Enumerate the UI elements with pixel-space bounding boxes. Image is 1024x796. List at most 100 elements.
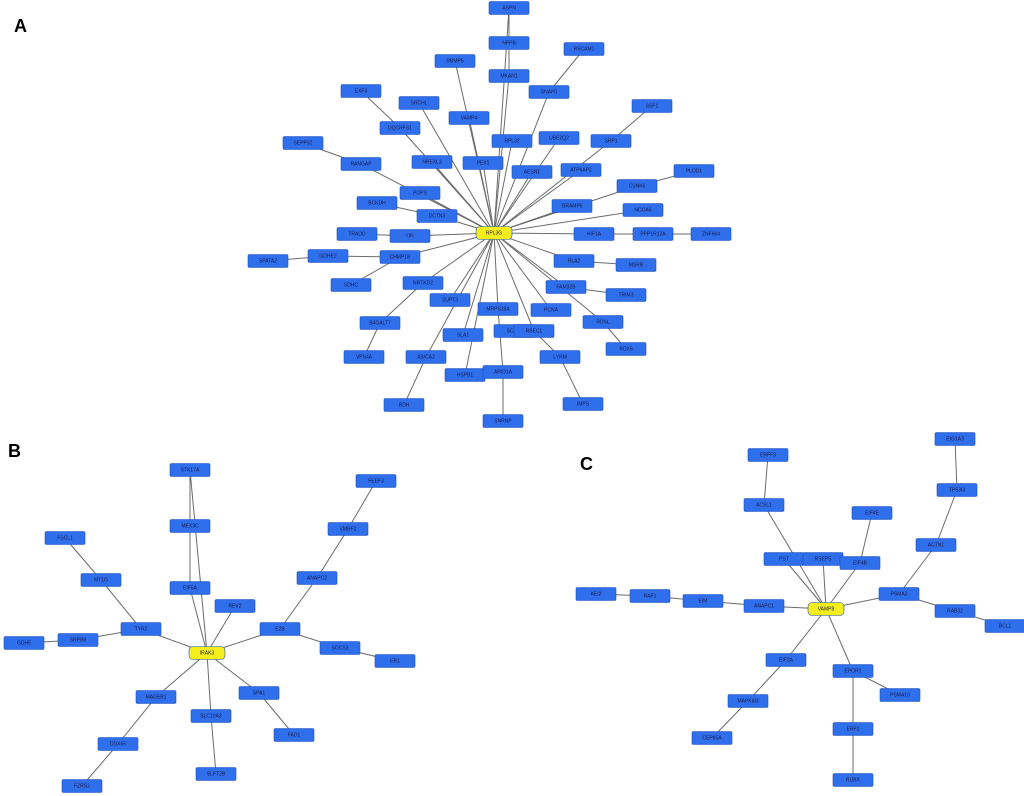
gene-node-mt1g[interactable]: MT1G (80, 573, 122, 587)
gene-node-sla1[interactable]: SLA1 (442, 328, 484, 342)
gene-node-raf1[interactable]: RAF1 (629, 589, 671, 603)
gene-node-cep95a[interactable]: CEP95A (691, 731, 733, 745)
gene-node-atp6ap2[interactable]: ATP6AP2 (560, 163, 602, 177)
gene-node-rubx[interactable]: RUBX (832, 773, 874, 787)
gene-node-vmbf2[interactable]: VMBF2 (327, 522, 369, 536)
gene-node-srpb8[interactable]: SRPB8 (57, 633, 99, 647)
gene-node-ube2q2[interactable]: UBE2Q2 (538, 131, 580, 145)
gene-node-dctn3[interactable]: DCTN3 (416, 209, 458, 223)
gene-node-tp53i3[interactable]: TP53I3 (936, 483, 978, 497)
gene-node-ncoa6[interactable]: NCOA6 (622, 203, 664, 217)
gene-node-nppb[interactable]: NPPB (488, 36, 530, 50)
gene-node-spata2[interactable]: SPATA2 (247, 254, 289, 268)
gene-node-eif5a[interactable]: EIF5A (169, 581, 211, 595)
gene-node-rbmp5[interactable]: RBMP5 (434, 54, 476, 68)
gene-node-spa1[interactable]: SPA1 (238, 686, 280, 700)
gene-node-gramp6[interactable]: GRAMP6 (551, 199, 593, 213)
gene-node-chmp1b[interactable]: CHMP1B (379, 250, 421, 264)
gene-node-eim[interactable]: EIM (682, 594, 724, 608)
gene-node-mkan1[interactable]: MKAN1 (488, 69, 530, 83)
gene-node-mex3c[interactable]: MEX3C (169, 519, 211, 533)
gene-node-trim3[interactable]: TRIM3 (605, 288, 647, 302)
gene-node-ppp1r12a[interactable]: PPP1R12A (632, 227, 674, 241)
gene-node-eif4e[interactable]: EIF4E (851, 506, 893, 520)
gene-node-rpl32[interactable]: RPL32 (491, 134, 533, 148)
gene-node-aesn1[interactable]: AESN1 (511, 165, 553, 179)
gene-node-gdhe2[interactable]: GDHE2 (307, 249, 349, 263)
gene-node-supt3[interactable]: SUPT3 (429, 293, 471, 307)
gene-node-mageb1[interactable]: MAGEB1 (135, 690, 177, 704)
gene-node-bcl1[interactable]: BCL1 (984, 619, 1024, 633)
gene-node-anapc1[interactable]: ANAPC1 (743, 599, 785, 613)
gene-node-gdh5[interactable]: GDH5 (3, 636, 45, 650)
gene-node-erf1[interactable]: ERF1 (832, 722, 874, 736)
gene-node-rdx5[interactable]: RDX5 (605, 342, 647, 356)
gene-node-feef3[interactable]: FEEF3 (355, 474, 397, 488)
gene-node-acsl1[interactable]: ACSL1 (743, 498, 785, 512)
gene-node-rdh[interactable]: RDH (383, 398, 425, 412)
gene-node-rdsl[interactable]: RDSL (582, 315, 624, 329)
gene-node-vps4a[interactable]: VPS4A (343, 350, 385, 364)
gene-node-kei2[interactable]: KEI2 (575, 587, 617, 601)
gene-node-mrps18a[interactable]: MRPS18A (477, 302, 519, 316)
gene-node-hif1a[interactable]: HIF1A (573, 227, 615, 241)
gene-node-exf3[interactable]: EXF3 (340, 84, 382, 98)
gene-node-znf664[interactable]: ZNF664 (690, 227, 732, 241)
gene-node-tradd[interactable]: TRADD (336, 227, 378, 241)
gene-node-mapk8i3[interactable]: MAPK8I3 (727, 694, 769, 708)
gene-node-snap0[interactable]: SNAP0 (528, 85, 570, 99)
gene-node-stk17a[interactable]: STK17A (169, 463, 211, 477)
gene-node-asica2[interactable]: ASICA2 (405, 350, 447, 364)
gene-node-eif2a[interactable]: EIF2A (765, 653, 807, 667)
gene-node-socs3[interactable]: SOCS3 (319, 641, 361, 655)
gene-node-slc10a3[interactable]: SLC10A3 (190, 709, 232, 723)
gene-node-lyrm[interactable]: LYRM (539, 350, 581, 364)
gene-node-rangap[interactable]: RANGAP (340, 157, 382, 171)
gene-node-ddx65[interactable]: DDX65 (97, 737, 139, 751)
gene-node-pops[interactable]: POPS (399, 186, 441, 200)
gene-node-epor1[interactable]: EPOR1 (832, 664, 874, 678)
gene-node-rab32[interactable]: RAB32 (934, 604, 976, 618)
gene-node-eif4b[interactable]: EIF4B (839, 556, 881, 570)
hub-node-irak3[interactable]: IRAK3 (188, 646, 226, 660)
gene-node-eig1a3[interactable]: EIG1A3 (934, 432, 976, 446)
gene-node-anapc2[interactable]: ANAPC2 (296, 571, 338, 585)
gene-node-actn1[interactable]: ACTN1 (915, 538, 957, 552)
gene-node-e2b[interactable]: E2B (259, 622, 301, 636)
gene-node-rbec1[interactable]: RBEC1 (513, 324, 555, 338)
gene-node-rscam1[interactable]: RSCAM1 (563, 42, 605, 56)
gene-node-srchl[interactable]: SRCHL (398, 96, 440, 110)
hub-node-rpl3g[interactable]: RPL3G (475, 226, 513, 240)
gene-node-hspb1[interactable]: HSPB1 (444, 368, 486, 382)
gene-node-pcna[interactable]: PCNA (530, 303, 572, 317)
gene-node-psma3[interactable]: PSMA3 (878, 587, 920, 601)
gene-node-nrtkd2[interactable]: NRTKD2 (402, 276, 444, 290)
gene-node-fzrs2[interactable]: FZRS2 (61, 779, 103, 793)
gene-node-psma10[interactable]: PSMA10 (879, 688, 921, 702)
gene-node-fad1[interactable]: FAD1 (273, 728, 315, 742)
gene-node-srp1[interactable]: SRP1 (590, 134, 632, 148)
gene-node-rla2[interactable]: RLA2 (553, 254, 595, 268)
gene-node-msrb[interactable]: MSRB (615, 258, 657, 272)
gene-node-erff3[interactable]: ERFF3 (747, 448, 789, 462)
gene-node-fscl1[interactable]: FSCL1 (44, 531, 86, 545)
gene-node-vamp4[interactable]: VAMP4 (448, 111, 490, 125)
gene-node-b4galt7[interactable]: B4GALT7 (359, 316, 401, 330)
gene-node-fam32b[interactable]: FAM32B (545, 280, 587, 294)
gene-node-tyr2[interactable]: TYR2 (120, 622, 162, 636)
gene-node-rseps[interactable]: RSEPS (802, 552, 844, 566)
gene-node-nrexl3[interactable]: NREXL3 (411, 155, 453, 169)
gene-node-rev2[interactable]: REV2 (214, 599, 256, 613)
gene-node-arid1a[interactable]: ARID1A (482, 365, 524, 379)
hub-node-vamp8[interactable]: VAMP8 (807, 602, 845, 616)
gene-node-csnk6[interactable]: CSNK6 (616, 179, 658, 193)
gene-node-sepp32[interactable]: SEPP32 (282, 136, 324, 150)
gene-node-pst[interactable]: PST (763, 552, 805, 566)
gene-node-or[interactable]: OR (389, 229, 431, 243)
gene-node-er1[interactable]: ER1 (374, 654, 416, 668)
gene-node-bckdh[interactable]: BCKDH (356, 196, 398, 210)
gene-node-pex1[interactable]: PEX1 (462, 156, 504, 170)
gene-node-slft2b[interactable]: SLFT2B (195, 767, 237, 781)
gene-node-uqcrfs1[interactable]: UQCRFS1 (379, 121, 421, 135)
gene-node-snrnp[interactable]: SNRNP (482, 414, 524, 428)
